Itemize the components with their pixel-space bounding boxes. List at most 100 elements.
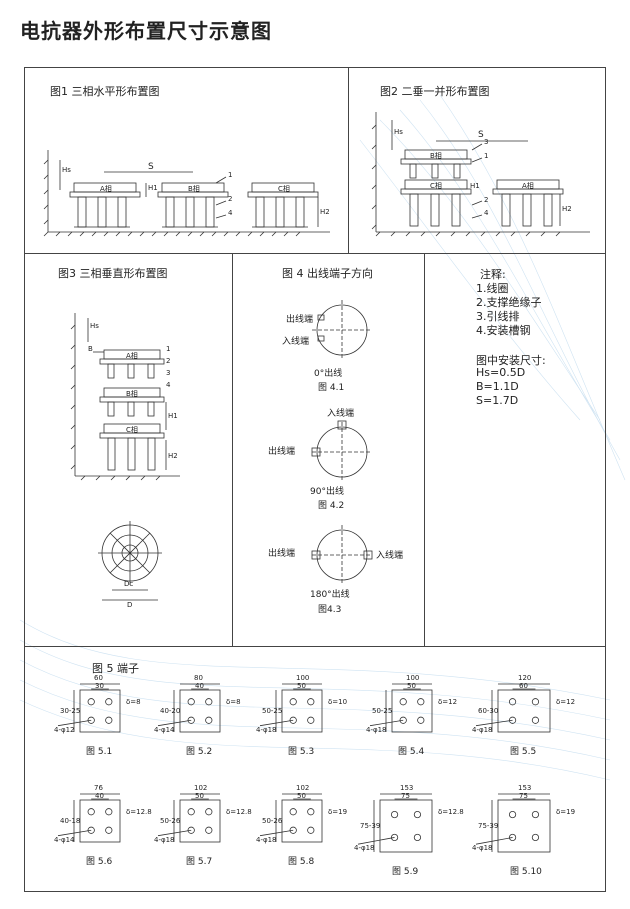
terminal-caption: 图 5.1 bbox=[86, 747, 113, 757]
terminal-hole bbox=[399, 698, 407, 706]
terminal-caption: 图 5.7 bbox=[186, 857, 213, 867]
terminal-caption: 图 5.4 bbox=[398, 747, 425, 757]
terminal-plate bbox=[79, 689, 121, 733]
terminal-hole bbox=[205, 808, 213, 816]
terminal-caption: 图 5.8 bbox=[288, 857, 315, 867]
terminal-thickness-label: δ=12.8 bbox=[226, 808, 252, 816]
terminal-hole bbox=[307, 716, 315, 724]
terminal-hole bbox=[508, 810, 517, 819]
fig3-callout-1: 1 bbox=[166, 345, 171, 353]
terminal-thickness-label: δ=12.8 bbox=[438, 808, 464, 816]
terminal-pitch-label: 40 bbox=[195, 682, 204, 690]
terminal-caption: 图 5.9 bbox=[392, 867, 419, 877]
terminal-caption: 图 5.3 bbox=[288, 747, 315, 757]
fig3-phase-c: C相 bbox=[126, 426, 138, 434]
terminal-hole bbox=[205, 716, 213, 724]
terminal-plate bbox=[79, 799, 121, 843]
install-item-b: B=1.1D bbox=[476, 380, 519, 393]
terminal-hole bbox=[105, 716, 113, 724]
notes-item-2: 2.支撑绝缘子 bbox=[476, 296, 542, 309]
terminal-hole bbox=[531, 810, 540, 819]
fig1-caption: 图1 三相水平形布置图 bbox=[50, 85, 160, 98]
terminal-width-label: 102 bbox=[194, 784, 208, 792]
terminal-caption: 图 5.5 bbox=[510, 747, 537, 757]
terminal-thickness-label: δ=12.8 bbox=[126, 808, 152, 816]
fig1-dim-h1: H1 bbox=[148, 184, 158, 192]
fig1-dim-s: S bbox=[148, 162, 154, 172]
terminal-thickness-label: δ=12 bbox=[438, 698, 458, 706]
fig2-phase-b: B相 bbox=[430, 152, 442, 160]
terminal-hole-label: 4-φ18 bbox=[472, 844, 493, 853]
terminal-height-label: 50-25 bbox=[372, 707, 393, 715]
fig2-caption: 图2 二垂一并形布置图 bbox=[380, 85, 490, 98]
terminal-thickness-label: δ=19 bbox=[556, 808, 576, 816]
terminal-hole-label: 4-φ18 bbox=[366, 725, 387, 734]
terminal-hole bbox=[205, 826, 213, 834]
terminal-pitch-label: 30 bbox=[95, 682, 104, 690]
terminal-height-label: 30-25 bbox=[60, 707, 81, 715]
terminal-hole bbox=[307, 698, 315, 706]
fig2-callout-4: 4 bbox=[484, 209, 489, 217]
terminal-pitch-label: 50 bbox=[297, 792, 306, 800]
terminal-caption: 图 5.10 bbox=[510, 867, 542, 877]
fig5-frame bbox=[24, 646, 606, 892]
terminal-width-label: 153 bbox=[400, 784, 414, 792]
terminal-plate bbox=[497, 799, 551, 853]
terminal-hole-label: 4-φ18 bbox=[154, 835, 175, 844]
fig4-2-angle: 90°出线 bbox=[310, 487, 344, 497]
fig3-dim-hs: Hs bbox=[90, 322, 99, 330]
terminal-hole-leader bbox=[157, 719, 192, 727]
terminal-hole bbox=[105, 698, 113, 706]
fig2-dim-h1: H1 bbox=[470, 182, 480, 190]
fig4-3-angle: 180°出线 bbox=[310, 590, 350, 600]
terminal-thickness-label: δ=10 bbox=[328, 698, 348, 706]
fig1-dim-h2: H2 bbox=[320, 208, 330, 216]
fig1-phase-c: C相 bbox=[278, 185, 290, 193]
terminal-hole bbox=[187, 698, 195, 706]
fig4-3-caption: 图4.3 bbox=[318, 605, 342, 615]
terminal-width-label: 102 bbox=[296, 784, 310, 792]
fig2-phase-a: A相 bbox=[522, 182, 534, 190]
terminal-hole-label: 4-φ18 bbox=[256, 725, 277, 734]
install-item-hs: Hs=0.5D bbox=[476, 366, 526, 379]
fig3-callout-2: 2 bbox=[166, 357, 171, 365]
terminal-hole bbox=[289, 698, 297, 706]
fig3-dim-dc: Dc bbox=[124, 580, 134, 588]
terminal-hole-leader bbox=[369, 719, 404, 727]
fig3-phase-a: A相 bbox=[126, 352, 138, 360]
fig3-callout-4: 4 bbox=[166, 381, 171, 389]
terminal-width-label: 60 bbox=[94, 674, 103, 682]
terminal-hole-label: 4-φ12 bbox=[54, 725, 75, 734]
terminal-plate bbox=[391, 689, 433, 733]
terminal-hole-leader bbox=[259, 719, 294, 727]
terminal-width-label: 120 bbox=[518, 674, 532, 682]
fig2-dim-hs: Hs bbox=[394, 128, 403, 136]
terminal-height-label: 40-18 bbox=[60, 817, 81, 825]
terminal-height-label: 50-25 bbox=[262, 707, 283, 715]
notes-item-4: 4.安装槽钢 bbox=[476, 324, 531, 337]
fig4-3-in-label: 入线端 bbox=[376, 551, 404, 561]
terminal-hole bbox=[105, 808, 113, 816]
terminal-plate bbox=[379, 799, 433, 853]
terminal-hole bbox=[289, 716, 297, 724]
fig2-dim-s: S bbox=[478, 130, 484, 140]
terminal-hole bbox=[531, 833, 540, 842]
terminal-hole bbox=[87, 808, 95, 816]
terminal-hole bbox=[187, 716, 195, 724]
terminal-hole bbox=[87, 716, 95, 724]
terminal-width-label: 100 bbox=[406, 674, 420, 682]
terminal-thickness-label: δ=8 bbox=[126, 698, 141, 706]
terminal-thickness-label: δ=19 bbox=[328, 808, 348, 816]
terminal-hole-leader bbox=[475, 719, 513, 727]
fig3-dim-h2: H2 bbox=[168, 452, 178, 460]
terminal-hole bbox=[417, 716, 425, 724]
fig3-dim-d: D bbox=[127, 601, 133, 609]
terminal-width-label: 76 bbox=[94, 784, 103, 792]
terminal-hole bbox=[399, 716, 407, 724]
fig4-1-out-label: 出线端 bbox=[286, 315, 314, 325]
fig4-1-caption: 图 4.1 bbox=[318, 383, 345, 393]
